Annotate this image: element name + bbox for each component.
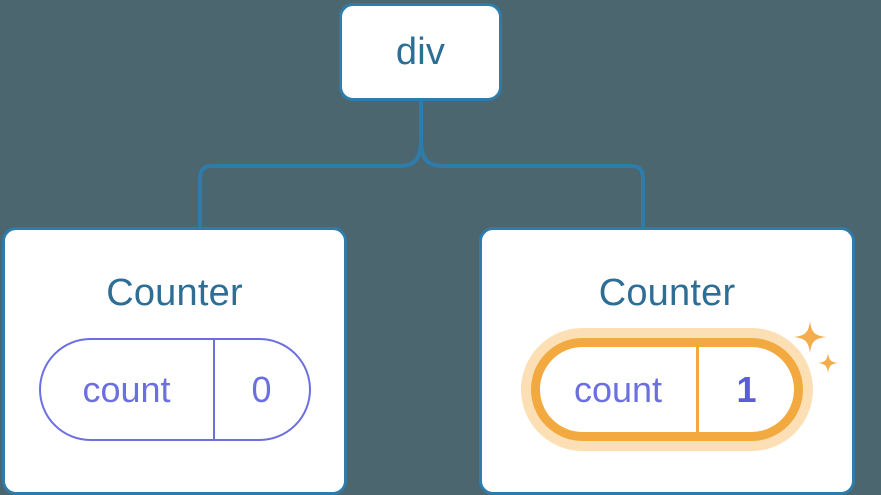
state-pill-right[interactable]: count 1 xyxy=(531,321,838,441)
state-key-right: count xyxy=(573,368,663,410)
sparkle-small-icon xyxy=(818,353,838,373)
state-pill-left[interactable]: count 0 xyxy=(38,338,311,441)
node-title-counter-left: Counter xyxy=(106,272,243,314)
state-value-right: 1 xyxy=(696,347,794,432)
node-card-counter-left[interactable]: Counter count 0 xyxy=(2,227,347,495)
connector-right-branch xyxy=(419,138,645,230)
node-card-counter-right[interactable]: Counter count 1 xyxy=(479,227,855,495)
node-card-root[interactable]: div xyxy=(339,3,502,101)
sparkle-group xyxy=(790,319,854,391)
state-pill-wrap-right: count 1 xyxy=(531,321,838,441)
state-key-left: count xyxy=(82,368,171,410)
state-pill-wrap-left: count 0 xyxy=(38,338,311,441)
state-value-left: 0 xyxy=(212,340,309,439)
node-label-root: div xyxy=(395,31,446,73)
connector-left-branch xyxy=(198,138,423,230)
sparkle-large-icon xyxy=(794,321,826,353)
node-title-counter-right: Counter xyxy=(598,272,736,314)
